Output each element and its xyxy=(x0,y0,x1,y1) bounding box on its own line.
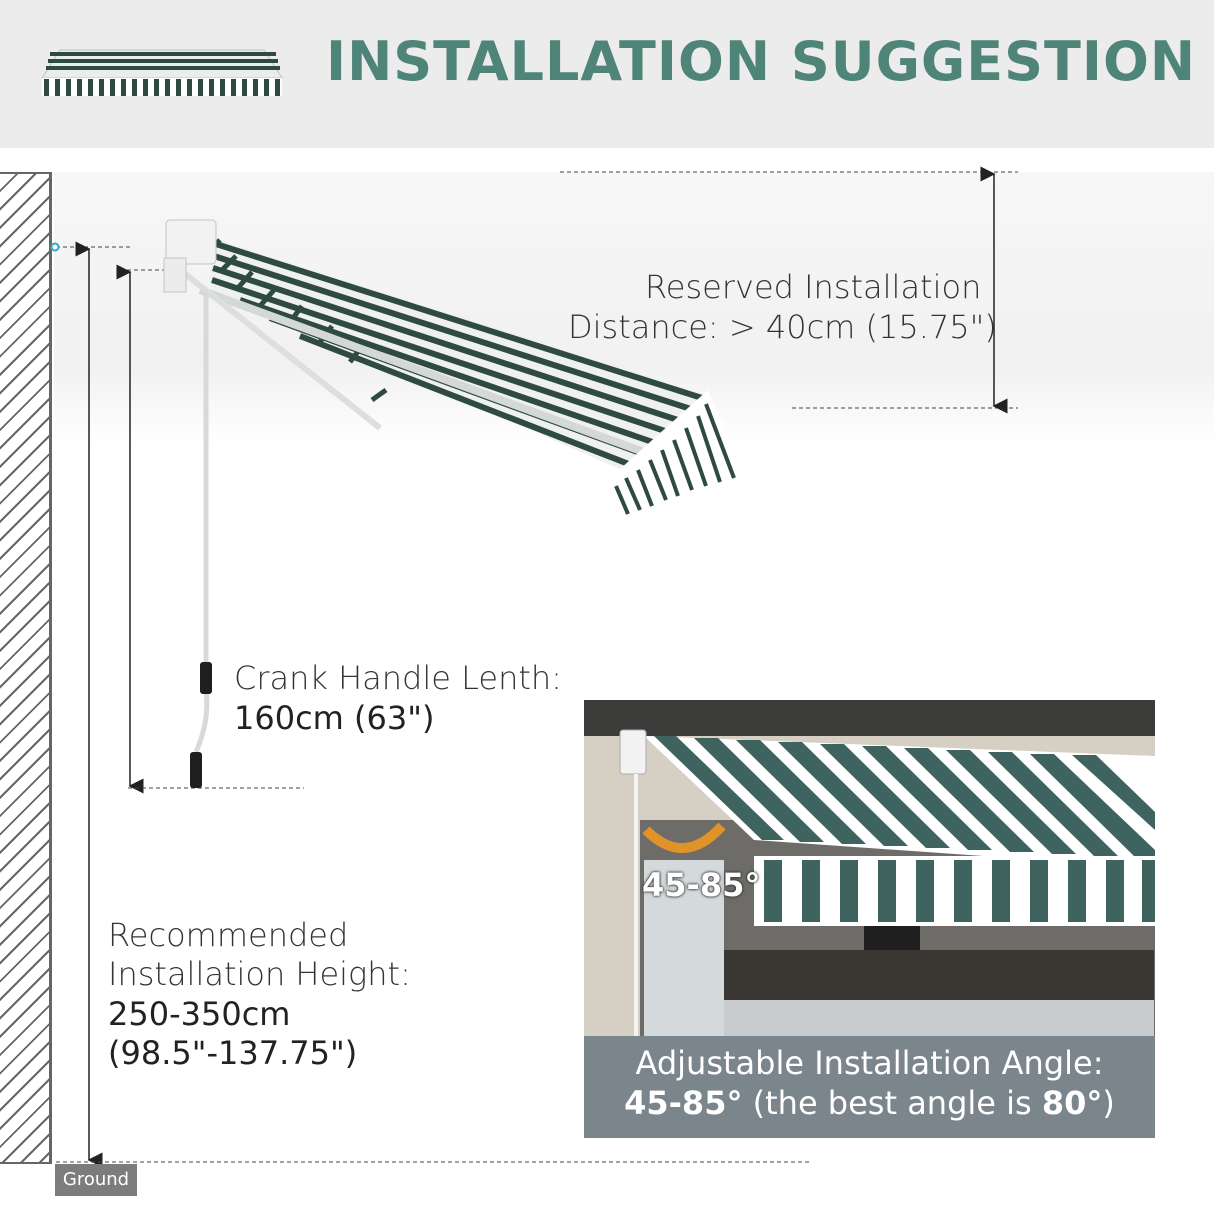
height-label-line1: Recommended xyxy=(108,916,349,954)
height-label-line3: 250-350cm xyxy=(108,995,291,1033)
caption-best-angle: 80° xyxy=(1041,1084,1103,1122)
caption-line1: Adjustable Installation Angle: xyxy=(635,1044,1104,1082)
installation-photo xyxy=(584,700,1155,1138)
caption-angle-range: 45-85° xyxy=(624,1084,743,1122)
header-bar: INSTALLATION SUGGESTION xyxy=(0,0,1214,148)
crank-label-line1: Crank Handle Lenth: xyxy=(234,659,562,697)
crank-handle-icon xyxy=(190,290,212,788)
awning-thumbnail-icon xyxy=(41,49,283,96)
height-label-line4: (98.5"-137.75") xyxy=(108,1034,358,1072)
angle-arc-icon xyxy=(642,822,726,853)
awning-illustration xyxy=(163,219,744,516)
reserved-label-line1: Reserved Installation xyxy=(645,268,982,306)
height-label-line2: Installation Height: xyxy=(108,955,411,993)
page-title: INSTALLATION SUGGESTION xyxy=(326,30,1197,93)
crank-label-line2: 160cm (63") xyxy=(234,699,435,737)
caption-best-prefix: (the best angle is xyxy=(742,1084,1042,1122)
ground-badge: Ground xyxy=(55,1164,137,1196)
wall-hatch xyxy=(0,172,52,1164)
angle-overlay-label: 45-85° xyxy=(642,866,761,904)
photo-illustration xyxy=(584,700,1155,1138)
caption-line2: 45-85° (the best angle is 80°) xyxy=(584,1084,1155,1122)
reserved-label-line2: Distance: > 40cm (15.75") xyxy=(568,308,997,346)
photo-caption: Adjustable Installation Angle: 45-85° (t… xyxy=(584,1036,1155,1138)
caption-close-paren: ) xyxy=(1102,1084,1115,1122)
